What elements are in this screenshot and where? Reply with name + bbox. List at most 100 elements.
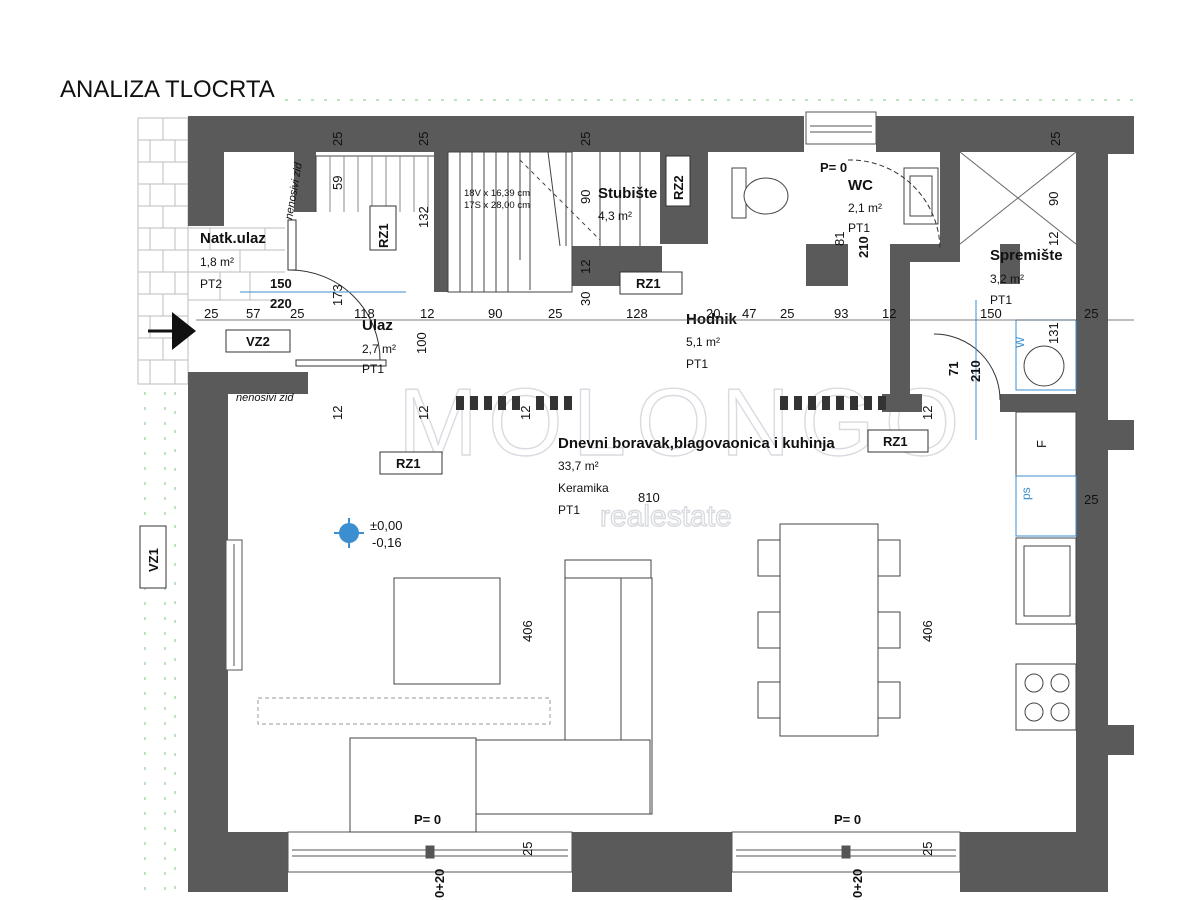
- dim-value: 25: [1084, 492, 1098, 507]
- dim-value: 406: [920, 620, 935, 642]
- dim-value: 59: [330, 176, 345, 190]
- dimensions: 25 25 25 25 59 132 90 12 30 81 210 90 12…: [270, 132, 1098, 856]
- dim-value: 220: [270, 296, 292, 311]
- room-wc: WC 2,1 m² PT1: [848, 177, 882, 235]
- dim-value: 12: [518, 406, 533, 420]
- dim-value: 25: [578, 132, 593, 146]
- room-code: PT1: [848, 221, 870, 235]
- p0-window-left: P= 0: [414, 812, 441, 827]
- walls: [188, 116, 1134, 892]
- dim-value: 90: [578, 190, 593, 204]
- tag-rz2: RZ2: [671, 175, 686, 200]
- p0-wc: P= 0: [820, 160, 847, 175]
- tag-vz1: VZ1: [146, 548, 161, 572]
- appliance-w: W: [1013, 336, 1027, 348]
- dim-value: 12: [1046, 232, 1061, 246]
- dim-value: 12: [420, 306, 434, 321]
- appliance-f: F: [1034, 440, 1049, 448]
- dim-value: 810: [638, 490, 660, 505]
- dim-value: 90: [1046, 192, 1061, 206]
- dim-value: 30: [578, 292, 593, 306]
- room-area: 2,7 m²: [362, 342, 396, 356]
- tag-rz1: RZ1: [396, 456, 421, 471]
- dim-value: 25: [780, 306, 794, 321]
- dim-value: 210: [856, 236, 871, 258]
- room-area: 33,7 m²: [558, 459, 599, 473]
- room-area: 4,3 m²: [598, 209, 632, 223]
- furniture: [257, 523, 901, 833]
- height-left: 0+20: [432, 869, 447, 898]
- dim-value: 25: [416, 132, 431, 146]
- room-name: Hodnik: [686, 311, 737, 328]
- room-code: PT1: [990, 293, 1012, 307]
- room-area: 5,1 m²: [686, 335, 720, 349]
- window-bottom-left: [287, 831, 573, 873]
- nonbearing-wall-note: nenosivi zid: [283, 161, 305, 221]
- dim-value: 406: [520, 620, 535, 642]
- dim-value: 132: [416, 206, 431, 228]
- room-code: PT1: [558, 503, 580, 517]
- dim-value: 47: [742, 306, 756, 321]
- dim-value: 25: [290, 306, 304, 321]
- dim-value: 20: [706, 306, 720, 321]
- p0-window-right: P= 0: [834, 812, 861, 827]
- dim-value: 57: [246, 306, 260, 321]
- dim-value: 25: [920, 842, 935, 856]
- tag-rz1: RZ1: [883, 434, 908, 449]
- dim-value: 25: [1048, 132, 1063, 146]
- room-name: Ulaz: [362, 317, 393, 334]
- stair-tread-note: 17S x 28,00 cm: [464, 200, 530, 211]
- door-swings: [287, 159, 1001, 401]
- dim-value: 150: [980, 306, 1002, 321]
- dim-value: 150: [270, 276, 292, 291]
- room-stubiste: Stubište 4,3 m²: [598, 185, 657, 223]
- dim-value: 118: [354, 306, 375, 321]
- dim-value: 25: [548, 306, 562, 321]
- partition-dashed: [456, 396, 886, 410]
- level-bottom: -0,16: [372, 535, 402, 550]
- room-area: 1,8 m²: [200, 255, 234, 269]
- dim-value: 12: [920, 406, 935, 420]
- dim-value: 131: [1046, 322, 1061, 344]
- dim-value: 100: [414, 332, 429, 354]
- watermark: MOLONGO realestate: [397, 368, 960, 533]
- dim-value: 25: [204, 306, 218, 321]
- room-area: 2,1 m²: [848, 201, 882, 215]
- staircase: [315, 151, 641, 293]
- dimension-row: 25 57 25 118 12 90 25 128 20 47 25 93 12…: [196, 306, 1134, 321]
- dim-value: 12: [330, 406, 345, 420]
- dim-value: 12: [416, 406, 431, 420]
- site-hatching: [144, 99, 1135, 895]
- room-area: 3,2 m²: [990, 272, 1024, 286]
- svg-text:realestate: realestate: [600, 500, 732, 533]
- height-right: 0+20: [850, 869, 865, 898]
- room-name: Natk.ulaz: [200, 230, 266, 247]
- appliance-ps: ps: [1019, 487, 1033, 500]
- kitchen-units: [1015, 319, 1077, 731]
- window-top: [805, 111, 877, 145]
- toilet: [731, 167, 789, 219]
- dim-value: 71: [946, 362, 961, 376]
- notes: 18V x 16,39 cm 17S x 28,00 cm nenosivi z…: [236, 160, 1049, 898]
- entrance-arrow: [148, 312, 196, 350]
- room-material: Keramika: [558, 481, 609, 495]
- level-marker-icon: [334, 518, 364, 548]
- room-spremiste: Spremište 3,2 m² PT1: [990, 247, 1063, 307]
- room-code: PT1: [362, 362, 384, 376]
- room-ulaz: Ulaz 2,7 m² PT1: [362, 317, 396, 376]
- dim-value: 12: [578, 260, 593, 274]
- storage-cross: [959, 151, 1077, 245]
- dim-value: 25: [1084, 306, 1098, 321]
- section-lines: [240, 291, 977, 440]
- dim-value: 25: [330, 132, 345, 146]
- window-left: [225, 539, 243, 671]
- room-natk-ulaz: Natk.ulaz 1,8 m² PT2: [200, 230, 266, 291]
- stair-rise-note: 18V x 16,39 cm: [464, 188, 530, 199]
- level-top: ±0,00: [370, 518, 402, 533]
- dim-value: 128: [626, 306, 648, 321]
- room-dnevni-boravak: Dnevni boravak,blagovaonica i kuhinja 33…: [558, 435, 835, 517]
- room-hodnik: Hodnik 5,1 m² PT1: [686, 311, 737, 371]
- dim-value: 12: [882, 306, 896, 321]
